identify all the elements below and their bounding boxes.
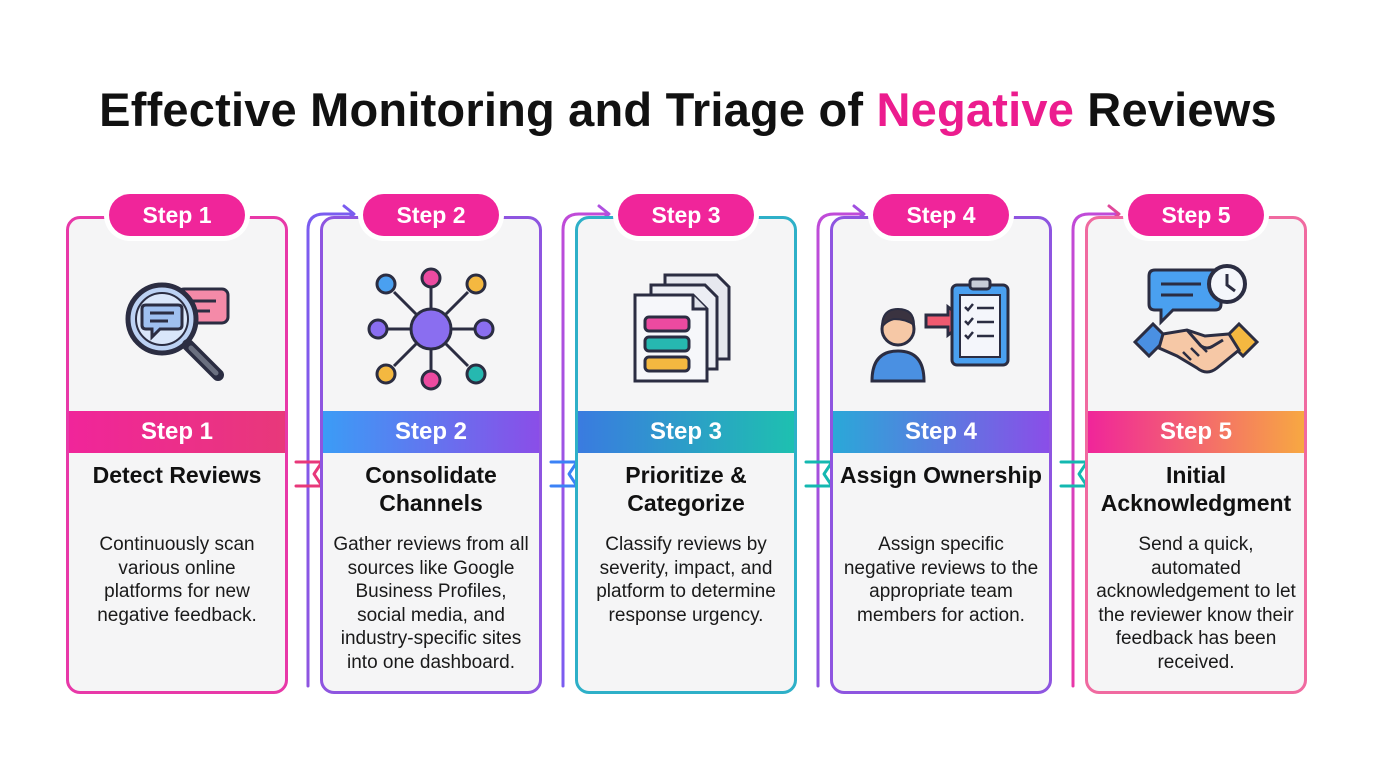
step-band: Step 3	[578, 411, 794, 453]
step-title: Consolidate Channels	[365, 462, 497, 516]
title-suffix: Reviews	[1074, 83, 1277, 136]
title-prefix: Effective Monitoring and Triage of	[99, 83, 877, 136]
step-card-4: Step 4 Assign Ownership Assign specific …	[830, 216, 1052, 694]
step-band: Step 5	[1088, 411, 1304, 453]
step-pill-3: Step 3	[618, 194, 754, 236]
step-description: Gather reviews from all sources like Goo…	[333, 534, 529, 673]
title-highlight: Negative	[876, 83, 1075, 136]
step-pill-1: Step 1	[109, 194, 245, 236]
step-card-2: Step 2 Consolidate Channels Gather revie…	[320, 216, 542, 694]
magnifier-chat-icon	[69, 249, 285, 409]
step-card-1: Step 1 Detect Reviews Continuously scan …	[66, 216, 288, 694]
network-hub-icon	[323, 249, 539, 409]
step-title: Prioritize & Categorize	[625, 462, 747, 516]
step-card-5: Step 5 Initial Acknowledgment Send a qui…	[1085, 216, 1307, 694]
step-pill-5: Step 5	[1128, 194, 1264, 236]
step-description: Assign specific negative reviews to the …	[843, 534, 1039, 626]
handshake-chat-clock-icon	[1088, 249, 1304, 409]
step-description: Continuously scan various online platfor…	[97, 534, 257, 626]
person-clipboard-icon	[833, 249, 1049, 409]
stacked-documents-icon	[578, 249, 794, 409]
step-band: Step 4	[833, 411, 1049, 453]
page-title: Effective Monitoring and Triage of Negat…	[0, 82, 1376, 137]
step-description: Send a quick, automated acknowledgement …	[1096, 534, 1296, 673]
step-pill-4: Step 4	[873, 194, 1009, 236]
step-band: Step 1	[69, 411, 285, 453]
step-title: Initial Acknowledgment	[1100, 462, 1292, 516]
step-title: Detect Reviews	[92, 462, 262, 488]
step-card-3: Step 3 Prioritize & Categorize Classify …	[575, 216, 797, 694]
step-band: Step 2	[323, 411, 539, 453]
step-title: Assign Ownership	[840, 462, 1042, 488]
step-pill-2: Step 2	[363, 194, 499, 236]
step-description: Classify reviews by severity, impact, an…	[596, 534, 776, 626]
